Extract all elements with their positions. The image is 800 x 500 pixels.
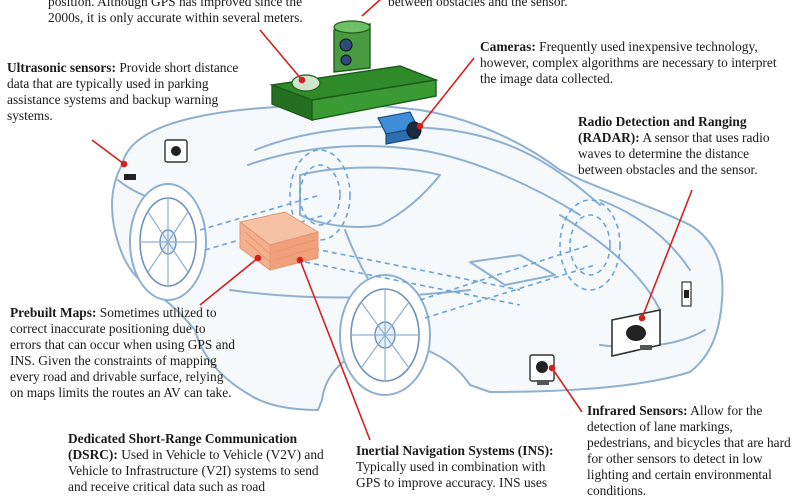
ins-label: Inertial Navigation Systems (INS): Typic… xyxy=(356,443,566,491)
maps-label: Prebuilt Maps: Sometimes utilized to cor… xyxy=(10,305,240,401)
side-window xyxy=(299,166,441,228)
leader-camera xyxy=(419,57,475,127)
car-outline xyxy=(111,103,724,411)
infrared-title: Infrared Sensors: xyxy=(587,403,688,418)
ultrasonic-text: Provide short distance data that are typ… xyxy=(7,60,239,123)
radar-label: Radio Detection and Ranging (RADAR): A s… xyxy=(578,114,793,178)
prebuilt-maps-block xyxy=(238,211,320,271)
hood-line xyxy=(559,214,661,311)
front-wheel xyxy=(339,274,431,396)
radar-text: A sensor that uses radio waves to determ… xyxy=(578,130,770,177)
dsrc-text: Used in Vehicle to Vehicle (V2V) and Veh… xyxy=(68,447,324,494)
leader-infrared xyxy=(551,367,583,413)
dsrc-title: Dedicated Short-Range Communication (DSR… xyxy=(68,431,298,462)
gps-unit xyxy=(291,74,321,92)
lidar-sensor xyxy=(333,20,371,73)
internal-drivetrain xyxy=(199,149,621,319)
cameras-label: Cameras: Frequently used inexpensive tec… xyxy=(480,39,780,87)
windshield-line xyxy=(247,144,581,216)
leader-lidar xyxy=(361,0,381,17)
infrared-text: Allow for the detection of lane markings… xyxy=(587,403,791,498)
dsrc-label: Dedicated Short-Range Communication (DSR… xyxy=(68,431,338,495)
leader-ins xyxy=(299,259,371,441)
ultrasonic-sensor xyxy=(124,139,188,180)
roof-rack xyxy=(269,65,439,122)
leader-maps xyxy=(199,257,259,306)
ins-title: Inertial Navigation Systems (INS): xyxy=(356,443,554,458)
radar-top-text: between obstacles and the sensor. xyxy=(388,0,568,9)
leader-radar xyxy=(641,189,693,319)
ultrasonic-title: Ultrasonic sensors: xyxy=(7,60,116,75)
infrared-label: Infrared Sensors: Allow for the detectio… xyxy=(587,403,792,499)
cameras-text: Frequently used inexpensive technology, … xyxy=(480,39,777,86)
leader-gps xyxy=(259,29,303,81)
ultrasonic-label: Ultrasonic sensors: Provide short distan… xyxy=(7,60,252,124)
radar-sensor xyxy=(611,281,692,358)
ins-text: Typically used in combination with GPS t… xyxy=(356,459,548,490)
rear-wheel xyxy=(129,183,207,301)
maps-title: Prebuilt Maps: xyxy=(10,305,97,320)
cameras-title: Cameras: xyxy=(480,39,536,54)
hood-line-2 xyxy=(599,199,691,271)
radar-top-label: between obstacles and the sensor. xyxy=(388,0,608,10)
sill-line xyxy=(229,289,471,299)
leader-ultrasonic xyxy=(91,139,125,165)
radar-title: Radio Detection and Ranging (RADAR): xyxy=(578,114,747,145)
leader-lines xyxy=(91,0,693,441)
roof-line xyxy=(254,125,601,206)
camera-sensor xyxy=(377,111,422,145)
maps-text: Sometimes utilized to correct inaccurate… xyxy=(10,305,235,400)
side-mirror xyxy=(469,254,556,286)
gps-label: position. Although GPS has improved sinc… xyxy=(48,0,338,26)
infrared-sensor xyxy=(529,354,555,385)
gps-text: position. Although GPS has improved sinc… xyxy=(48,0,303,25)
